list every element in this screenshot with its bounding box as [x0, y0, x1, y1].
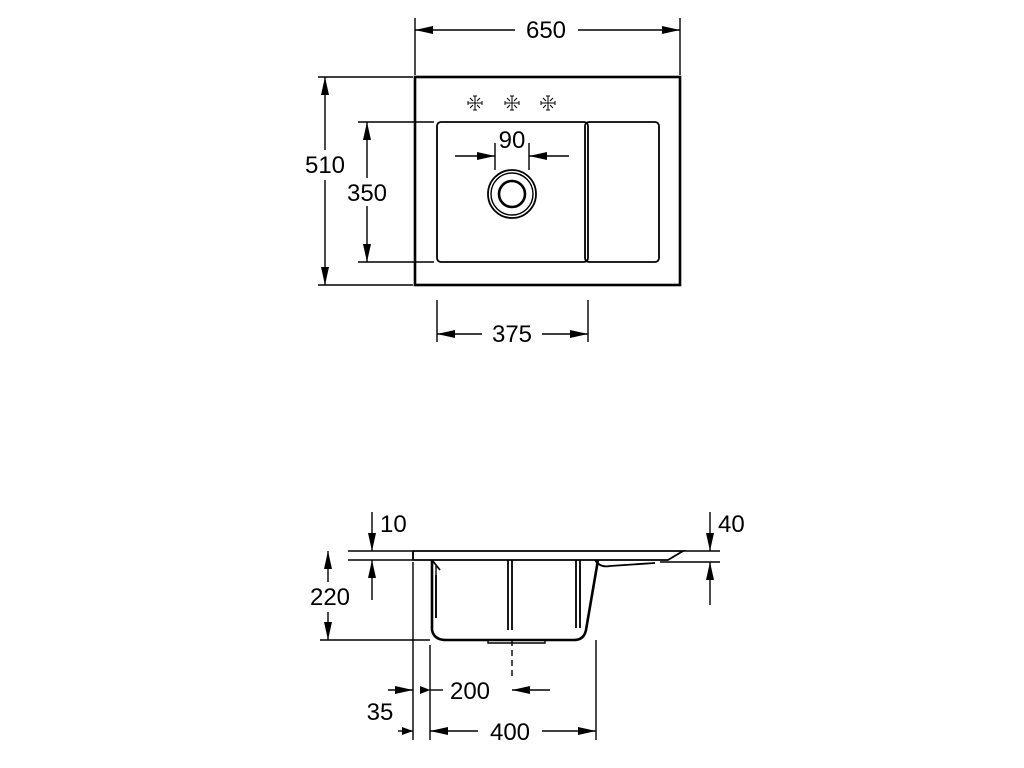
sink-rim — [412, 550, 687, 561]
dimension-label: 650 — [526, 17, 566, 44]
tap-hole-icon — [467, 95, 483, 111]
drainer-profile — [594, 559, 656, 568]
dimension-375: 375 — [436, 300, 589, 348]
dimension-label: 200 — [450, 678, 490, 705]
dimension-650: 650 — [414, 17, 681, 75]
sink-outline — [413, 75, 682, 287]
dimension-220: 220 — [310, 551, 430, 641]
dimension-350: 350 — [347, 121, 434, 263]
tap-hole-icon — [504, 95, 520, 111]
dimension-400: 400 — [398, 640, 597, 746]
dimension-10: 10 — [348, 511, 412, 600]
dimension-label: 35 — [367, 699, 394, 726]
tap-hole-icon — [540, 95, 556, 111]
dimension-label: 10 — [380, 511, 407, 538]
top-view: 650 510 350 — [305, 17, 682, 348]
dimension-510: 510 — [305, 76, 413, 286]
side-view: 10 220 40 200 — [310, 511, 745, 746]
dimension-200: 200 — [420, 678, 550, 705]
dimension-label: 400 — [490, 719, 530, 746]
dimension-label: 90 — [499, 127, 526, 154]
dimension-label: 40 — [718, 511, 745, 538]
bowl-outline — [436, 121, 589, 263]
dimension-label: 510 — [305, 152, 345, 179]
dimension-label: 220 — [310, 584, 350, 611]
bowl-profile — [430, 559, 600, 642]
drainer-outline — [584, 121, 660, 263]
dimension-label: 350 — [347, 180, 387, 207]
drain-icon — [487, 169, 537, 219]
dimension-35: 35 — [367, 562, 431, 740]
dimension-90: 90 — [455, 127, 569, 170]
dimension-label: 375 — [492, 321, 532, 348]
dimension-40: 40 — [660, 511, 745, 605]
